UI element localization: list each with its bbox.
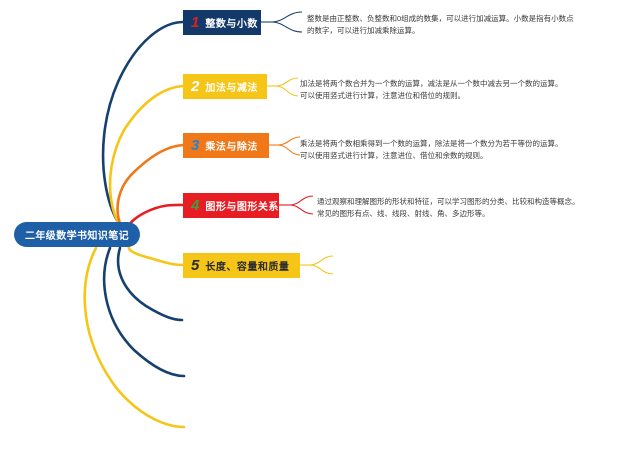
leaf-text-2-line-2: 可以使用竖式进行计算，注意进位和借位的规则。 xyxy=(300,90,465,100)
leaf-text-4-line-1: 通过观察和理解图形的形状和特征，可以学习图形的分类、比较和构造等概念。 xyxy=(317,197,580,206)
leaf-connector-4 xyxy=(279,195,314,215)
branch-number-2: 2 xyxy=(191,78,200,95)
leaf-text-1: 整数是由正整数、负整数和0组成的数集，可以进行加减运算。小数是指有小数点 的数字… xyxy=(307,13,574,36)
leaf-text-4: 通过观察和理解图形的形状和特征，可以学习图形的分类、比较和构造等概念。 常见的图… xyxy=(317,196,580,219)
edge-empty-1 xyxy=(116,246,184,322)
branch-number-4: 4 xyxy=(191,197,200,214)
root-node[interactable]: 二年级数学书知识笔记 xyxy=(14,222,140,247)
leaf-text-1-line-2: 的数字，可以进行加减乘除运算。 xyxy=(307,25,420,35)
leaf-connector-5 xyxy=(300,255,334,275)
leaf-text-1-line-1: 整数是由正整数、负整数和0组成的数集，可以进行加减运算。小数是指有小数点 xyxy=(307,14,574,23)
root-node-label: 二年级数学书知识笔记 xyxy=(25,231,129,242)
edge-empty-3 xyxy=(83,246,186,429)
edge-branch-5 xyxy=(127,240,185,267)
leaf-text-4-line-2: 常见的图形有点、线、线段、射线、角、多边形等。 xyxy=(317,208,490,218)
branch-node-2[interactable]: 2 加法与减法 xyxy=(183,74,267,99)
leaf-text-3-line-2: 可以使用竖式进行计算，注意进位、借位和余数的规则。 xyxy=(300,150,488,160)
branch-label-5: 长度、容量和质量 xyxy=(205,262,290,273)
branch-number-1: 1 xyxy=(191,14,200,31)
branch-label-1: 整数与小数 xyxy=(205,19,258,30)
branch-node-5[interactable]: 5 长度、容量和质量 xyxy=(183,253,300,278)
leaf-connector-1 xyxy=(261,11,303,33)
branch-node-3[interactable]: 3 乘法与除法 xyxy=(183,133,269,158)
leaf-text-3: 乘法是将两个数相乘得到一个数的运算，除法是将一个数分为若干等份的运算。 可以使用… xyxy=(300,138,563,161)
branch-label-2: 加法与减法 xyxy=(205,83,258,94)
edge-empty-2 xyxy=(103,246,186,378)
branch-number-3: 3 xyxy=(191,137,200,154)
branch-number-5: 5 xyxy=(191,257,200,274)
leaf-text-2-line-1: 加法是将两个数合并为一个数的运算，减法是从一个数中减去另一个数的运算。 xyxy=(300,79,563,88)
branch-node-1[interactable]: 1 整数与小数 xyxy=(183,10,261,35)
branch-label-4: 图形与图形关系 xyxy=(205,202,279,213)
leaf-connector-2 xyxy=(267,77,299,97)
leaf-text-3-line-1: 乘法是将两个数相乘得到一个数的运算，除法是将一个数分为若干等份的运算。 xyxy=(300,139,563,148)
branch-node-4[interactable]: 4 图形与图形关系 xyxy=(183,193,279,218)
branch-label-3: 乘法与除法 xyxy=(205,142,258,153)
leaf-connector-3 xyxy=(269,136,301,156)
leaf-text-2: 加法是将两个数合并为一个数的运算，减法是从一个数中减去另一个数的运算。 可以使用… xyxy=(300,78,563,101)
